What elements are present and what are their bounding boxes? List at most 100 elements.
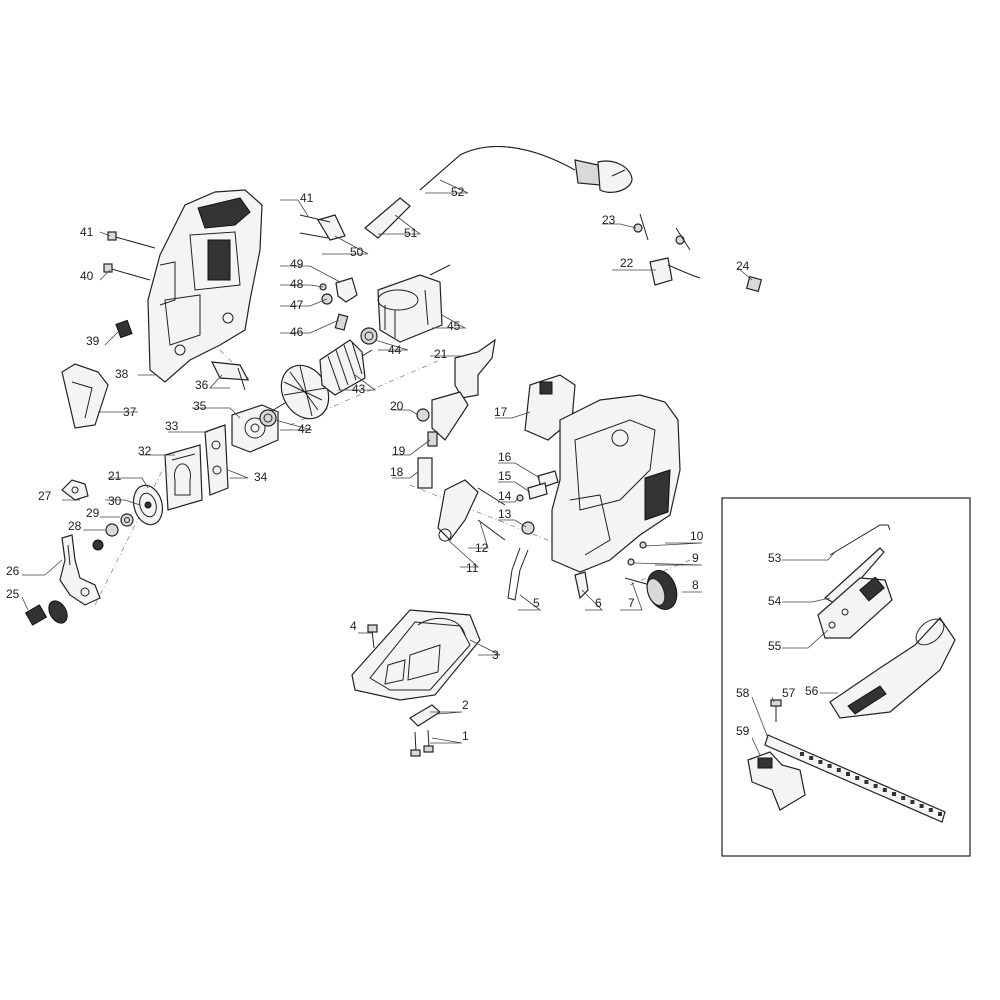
rip-fence-ruler: [764, 734, 946, 823]
callout-4: 4: [350, 619, 357, 633]
ruler-hole: [910, 800, 915, 804]
housing-screws: [103, 231, 156, 281]
ruler-hole: [928, 808, 933, 812]
callout-1: 1: [462, 729, 469, 743]
switch-trigger: [431, 338, 496, 441]
ruler-hole: [800, 752, 804, 756]
callout-52: 52: [451, 185, 465, 199]
leader-lines: [21, 179, 838, 756]
ruler-hole: [864, 780, 869, 784]
counterweight-wheel: [132, 484, 164, 526]
callout-14: 14: [498, 489, 512, 503]
bearing-front: [259, 409, 277, 427]
guide-rail: [210, 361, 250, 391]
ruler-hole: [827, 764, 832, 768]
left-housing-half: [147, 189, 263, 383]
callout-37: 37: [123, 405, 137, 419]
callout-26: 26: [6, 564, 20, 578]
hex-key: [829, 524, 891, 556]
ruler-hole: [938, 812, 942, 816]
callout-20: 20: [390, 399, 404, 413]
cord-clip: [115, 319, 133, 339]
small-bearings: [92, 513, 134, 551]
callout-51: 51: [404, 226, 418, 240]
right-housing-half: [551, 394, 681, 573]
callout-9: 9: [692, 551, 699, 565]
callout-27: 27: [38, 489, 52, 503]
blade-clamp-wire: [507, 547, 529, 601]
callout-58: 58: [736, 686, 750, 700]
ruler-hole: [901, 796, 906, 800]
callout-55: 55: [768, 639, 782, 653]
callout-41-left: 41: [80, 225, 94, 239]
blade-guard: [61, 363, 109, 429]
callout-10: 10: [690, 529, 704, 543]
brush-holder-parts: [299, 214, 358, 331]
callout-17: 17: [494, 405, 508, 419]
callout-29: 29: [86, 506, 100, 520]
callout-2: 2: [462, 698, 469, 712]
callout-11: 11: [466, 561, 479, 575]
pad-parts: [477, 470, 559, 506]
ruler-hole: [882, 788, 887, 792]
callout-59: 59: [736, 724, 750, 738]
callout-43: 43: [352, 382, 366, 396]
callout-45: 45: [447, 319, 461, 333]
callout-49: 49: [290, 257, 304, 271]
pendulum-mechanism: [437, 479, 535, 542]
base-plate: [351, 609, 481, 701]
ruler-hole: [892, 792, 896, 796]
callout-6: 6: [595, 596, 602, 610]
ruler-hole: [855, 776, 860, 780]
callout-19: 19: [392, 444, 406, 458]
ruler-hole: [873, 784, 878, 788]
callout-39: 39: [86, 334, 100, 348]
callout-46: 46: [290, 325, 304, 339]
callout-21-left: 21: [108, 469, 122, 483]
callout-15: 15: [498, 469, 512, 483]
dust-extraction-hood: [829, 617, 956, 719]
fence-guide: [747, 751, 806, 811]
guide-roller: [61, 479, 89, 501]
ruler-hole: [809, 756, 814, 760]
bearing-plate: [164, 444, 203, 511]
callout-38: 38: [115, 367, 129, 381]
callout-57: 57: [782, 686, 796, 700]
base-screw: [367, 624, 378, 649]
power-cord: [364, 146, 633, 239]
callout-41-top: 41: [300, 191, 314, 205]
ruler-hole: [919, 804, 924, 808]
callout-54: 54: [768, 594, 782, 608]
callout-42: 42: [298, 422, 312, 436]
callout-40: 40: [80, 269, 94, 283]
callout-30: 30: [108, 494, 122, 508]
support-plate: [204, 424, 229, 496]
callout-18: 18: [390, 465, 404, 479]
dust-adapter: [817, 576, 893, 639]
plunger-parts: [416, 408, 438, 489]
callout-23: 23: [602, 213, 616, 227]
callout-5: 5: [533, 596, 540, 610]
callout-3: 3: [492, 648, 499, 662]
callout-35: 35: [193, 399, 207, 413]
callout-22: 22: [620, 256, 634, 270]
callout-12: 12: [475, 541, 489, 555]
ruler-hole: [846, 772, 850, 776]
bearing-rear: [360, 327, 378, 345]
callout-24: 24: [736, 259, 750, 273]
callout-8: 8: [692, 578, 699, 592]
ruler-hole: [818, 760, 823, 764]
base-clamp: [409, 704, 441, 757]
plunger-rod: [24, 534, 101, 626]
callout-33: 33: [165, 419, 179, 433]
callout-56: 56: [805, 684, 819, 698]
switch-and-suppressors: [633, 213, 763, 293]
callout-labels: 1 2 3 4 5 6 7 8 9 10 11 12 13 14 15 16 1…: [6, 185, 819, 743]
callout-50: 50: [350, 245, 364, 259]
speed-control-knob: [624, 541, 678, 610]
armature: [269, 339, 373, 420]
callout-34: 34: [254, 470, 268, 484]
blade-holder: [574, 571, 589, 600]
callout-25: 25: [6, 587, 20, 601]
callout-47: 47: [290, 298, 304, 312]
